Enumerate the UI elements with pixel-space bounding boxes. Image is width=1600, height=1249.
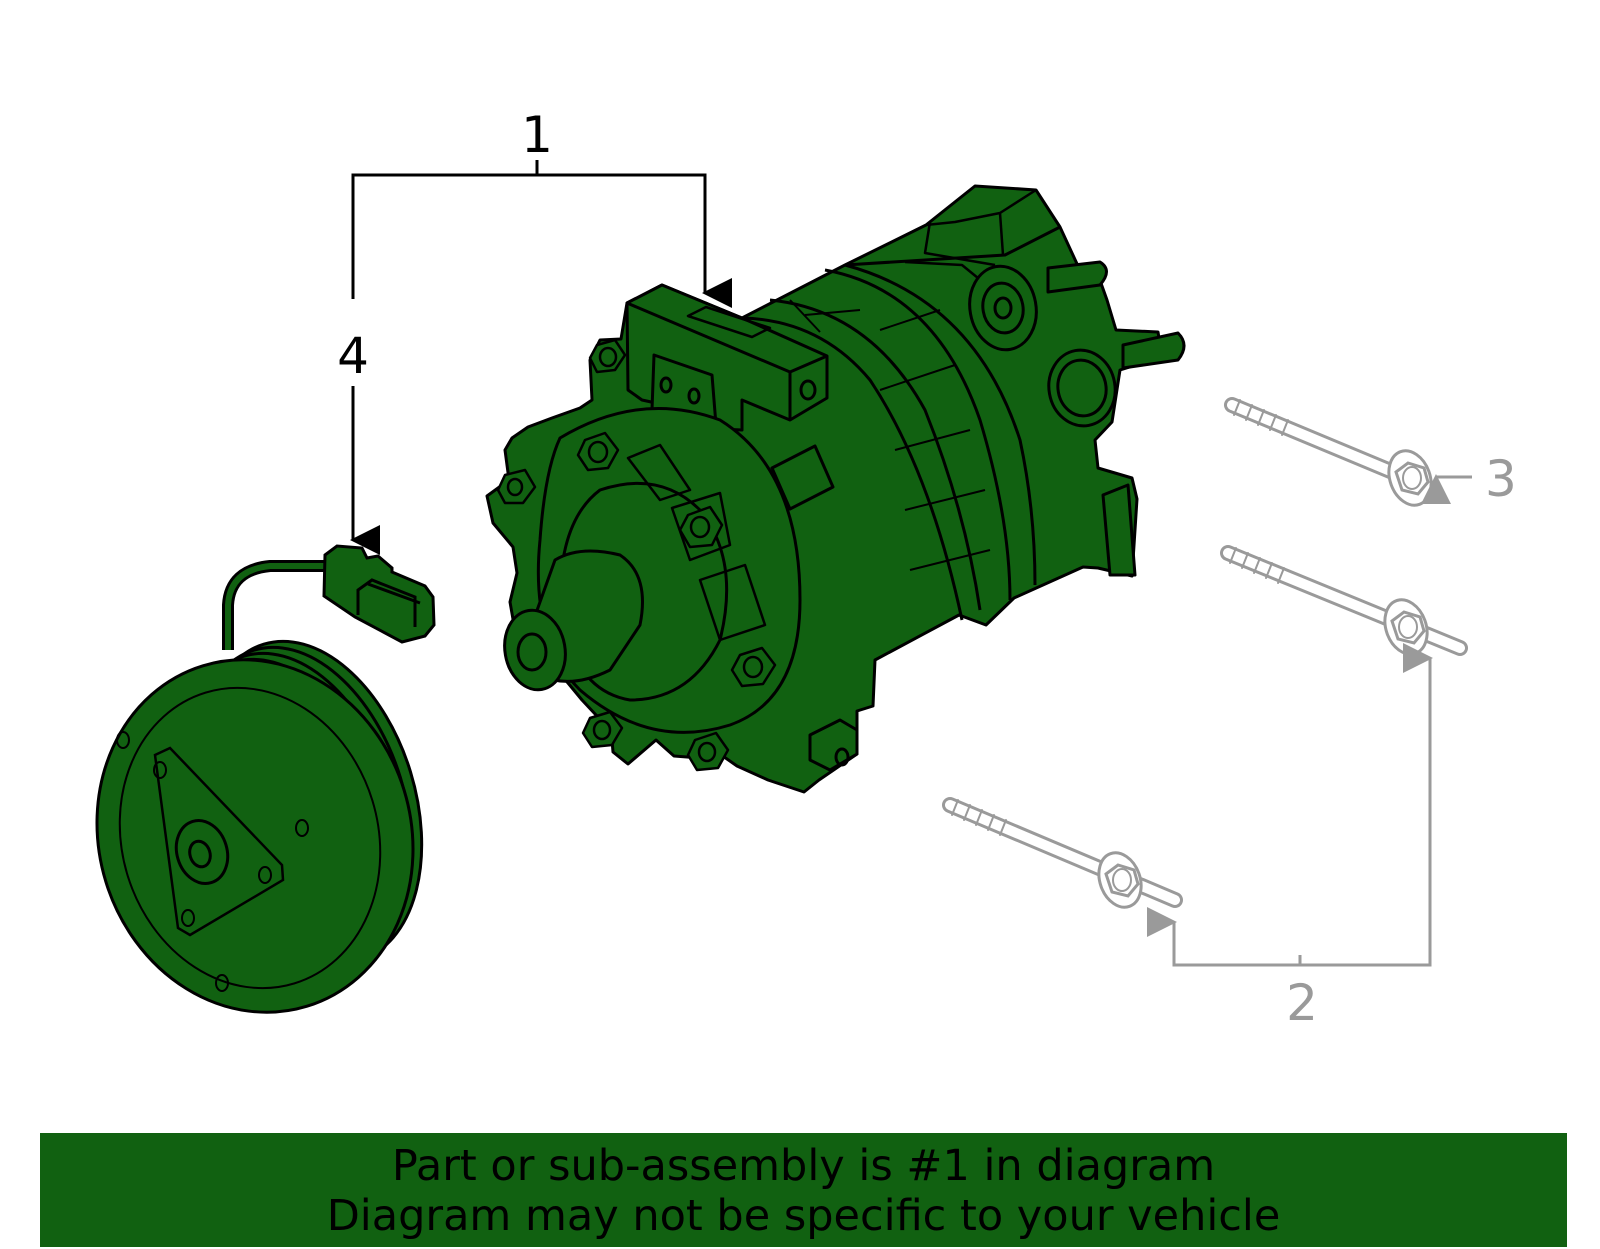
info-banner: Part or sub-assembly is #1 in diagram Di…: [40, 1133, 1567, 1247]
callout-3: 3: [1485, 450, 1517, 508]
callout-leaders-primary: [350, 160, 732, 555]
bolt-2-upper: [1220, 545, 1468, 656]
callout-leaders-secondary: [1147, 474, 1472, 967]
banner-line-1: Part or sub-assembly is #1 in diagram: [391, 1141, 1216, 1191]
callout-1: 1: [521, 106, 553, 164]
bolt-3: [1224, 397, 1433, 507]
bolt-2-lower: [942, 797, 1183, 909]
mounting-bolts: [942, 397, 1468, 909]
clutch-pulley: [95, 560, 424, 1014]
callout-2: 2: [1286, 974, 1318, 1032]
connector: [322, 544, 436, 644]
compressor-assembly: [485, 184, 1186, 794]
banner-line-2: Diagram may not be specific to your vehi…: [326, 1191, 1281, 1241]
callout-4: 4: [337, 327, 369, 385]
